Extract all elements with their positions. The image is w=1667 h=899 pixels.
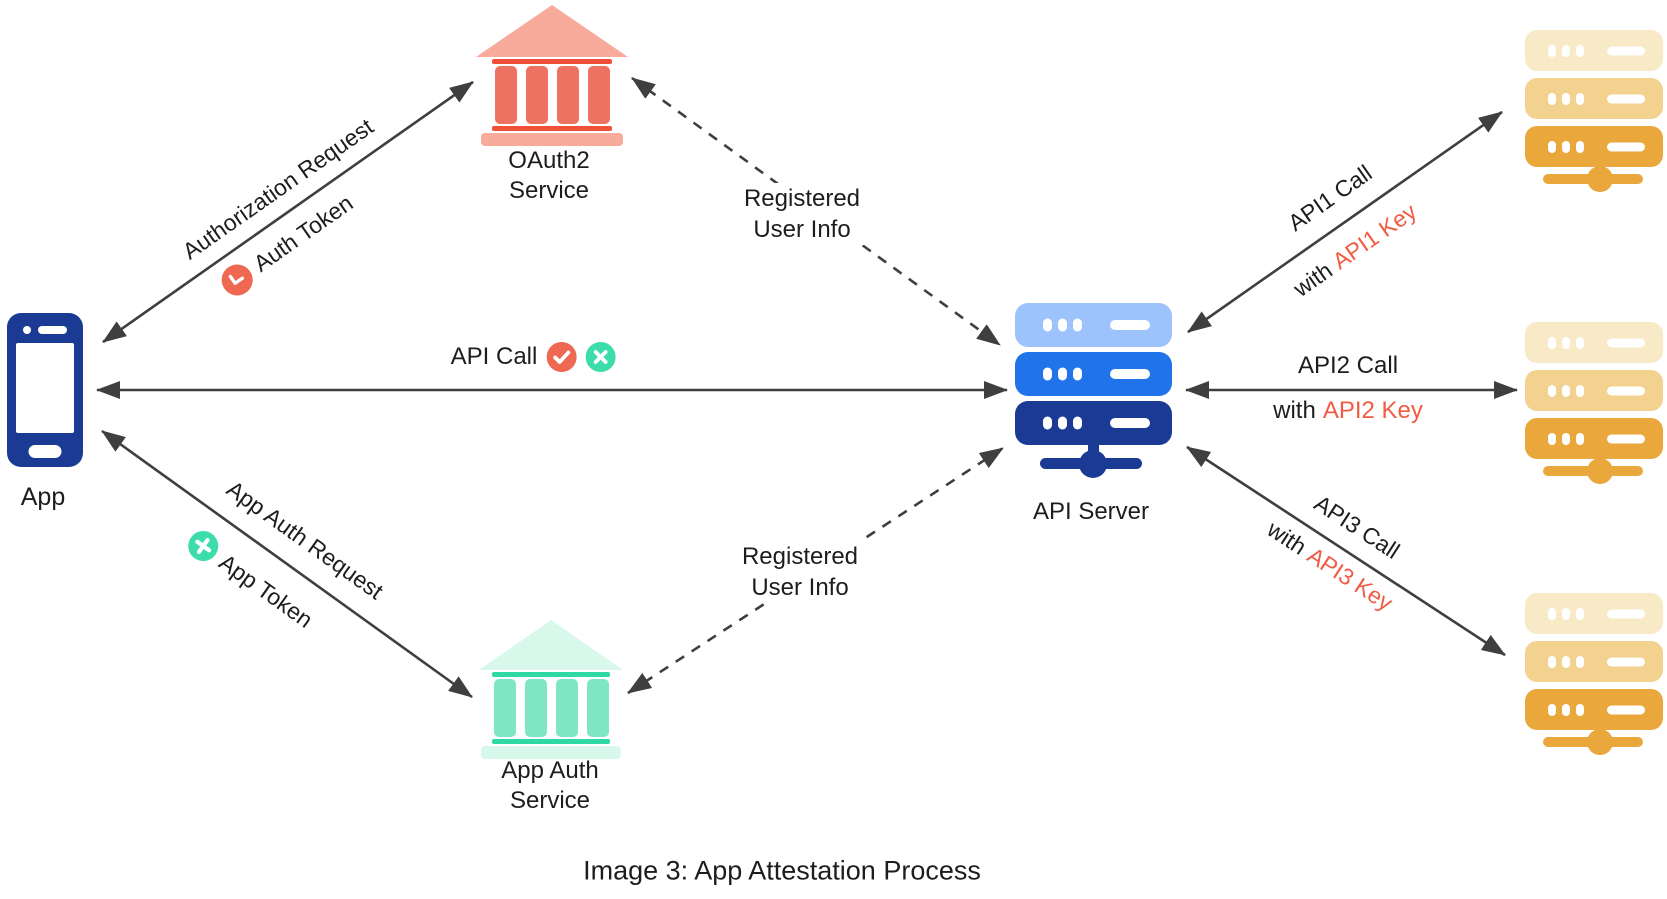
temple-columns xyxy=(494,66,610,124)
registered-user-info-top-label: Registered User Info xyxy=(738,183,866,245)
temple-base xyxy=(481,133,623,146)
app-label: App xyxy=(20,483,66,511)
api2-key-label: with API2 Key xyxy=(1273,397,1423,425)
api-server-label: API Server xyxy=(1032,498,1150,525)
arrow-api-server-api3 xyxy=(1186,445,1506,657)
api3-backend-server-icon xyxy=(1525,593,1663,764)
registered-user-info-bottom-label: Registered User Info xyxy=(736,541,864,603)
oauth2-service-label: OAuth2 Service xyxy=(508,147,590,204)
temple-roof xyxy=(479,620,623,670)
server-bar xyxy=(1525,30,1663,71)
server-network-hub xyxy=(1525,728,1663,764)
temple-base xyxy=(481,746,621,759)
api1-call-label: API1 Call xyxy=(1283,159,1377,236)
api1-backend-server-icon xyxy=(1525,30,1663,201)
server-bar xyxy=(1015,401,1172,445)
clock-icon xyxy=(216,258,259,301)
arrow-app-oauth2 xyxy=(102,80,474,344)
temple-roof xyxy=(476,5,628,57)
server-bar xyxy=(1525,593,1663,634)
api2-call-label: API2 Call xyxy=(1297,352,1399,380)
server-network-hub xyxy=(1015,443,1172,490)
plus-icon xyxy=(182,525,224,567)
arrow-api-server-api1 xyxy=(1187,110,1503,334)
app-auth-service-bank-icon xyxy=(479,620,623,759)
server-bar xyxy=(1525,126,1663,167)
phone-home-button xyxy=(28,445,62,458)
oauth2-service-bank-icon xyxy=(476,5,628,146)
phone-speaker-bar xyxy=(38,326,67,334)
cross-icon xyxy=(585,342,616,372)
api-server-icon xyxy=(1015,303,1172,490)
api2-with-text: with xyxy=(1273,397,1316,425)
app-auth-service-label: App Auth Service xyxy=(501,757,599,814)
api2-key-text: API2 Key xyxy=(1322,397,1423,425)
temple-lintel xyxy=(492,672,610,677)
phone-camera-dot xyxy=(23,326,31,334)
server-bar xyxy=(1015,303,1172,347)
arrow-app-app-auth xyxy=(101,429,473,699)
app-token-text: App Token xyxy=(214,548,318,633)
server-bar xyxy=(1015,352,1172,396)
check-icon xyxy=(546,342,577,372)
server-bar xyxy=(1525,418,1663,459)
server-bar xyxy=(1525,641,1663,682)
server-network-hub xyxy=(1525,457,1663,493)
api-call-label-row: API Call xyxy=(451,342,616,372)
temple-plinth xyxy=(492,739,610,744)
server-bar xyxy=(1525,370,1663,411)
app-smartphone-icon xyxy=(7,313,83,467)
api1-with-text: with xyxy=(1288,256,1337,302)
figure-caption: Image 3: App Attestation Process xyxy=(583,855,981,886)
phone-screen xyxy=(16,343,74,433)
api1-key-text: API1 Key xyxy=(1327,197,1422,275)
temple-columns xyxy=(493,679,609,737)
server-bar xyxy=(1525,689,1663,730)
api2-backend-server-icon xyxy=(1525,322,1663,493)
server-bar xyxy=(1525,78,1663,119)
api3-with-text: with xyxy=(1262,515,1312,560)
server-network-hub xyxy=(1525,165,1663,201)
temple-plinth xyxy=(492,126,612,131)
server-bar xyxy=(1525,322,1663,363)
api-call-text: API Call xyxy=(450,343,538,371)
temple-lintel xyxy=(492,59,612,64)
